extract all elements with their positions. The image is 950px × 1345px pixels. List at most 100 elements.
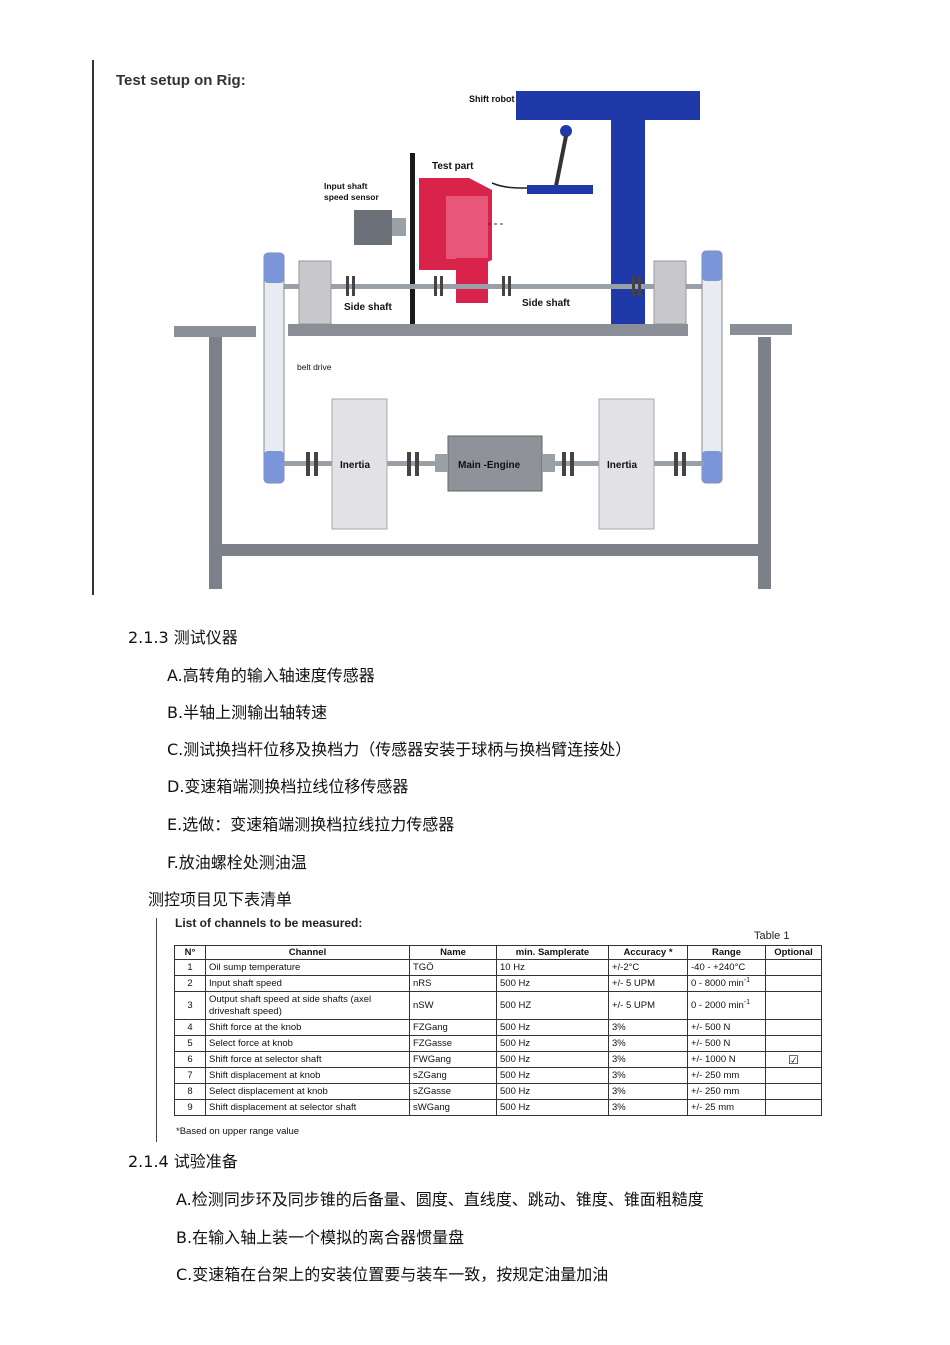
- belt-drive-left: [263, 252, 285, 484]
- cell-optional: [765, 1099, 822, 1116]
- cell-range: 0 - 8000 min-1: [687, 975, 766, 992]
- shift-robot-joint: [560, 125, 572, 137]
- inertia-right: [598, 398, 655, 530]
- cell-rate: 500 Hz: [496, 1035, 609, 1052]
- frame-bottom-beam: [222, 544, 758, 556]
- cell-channel: Shift force at the knob: [205, 1019, 410, 1036]
- label-test-part: Test part: [432, 161, 474, 172]
- bearing-right: [653, 260, 687, 325]
- label-shift-robot: Shift robot: [469, 94, 515, 104]
- cell-range: 0 - 2000 min-1: [687, 991, 766, 1020]
- cell-rate: 500 Hz: [496, 1099, 609, 1116]
- cell-range: +/- 250 mm: [687, 1083, 766, 1100]
- section-213-item: A.高转角的输入轴速度传感器: [167, 666, 375, 685]
- figure-left-rule: [92, 60, 94, 595]
- test-part-face: [446, 196, 488, 259]
- section-213-note: 测控项目见下表清单: [148, 890, 293, 909]
- section-213-heading: 2.1.3 测试仪器: [128, 628, 238, 647]
- cell-accuracy: 3%: [608, 1083, 688, 1100]
- test-rig-diagram: Test setup on Rig: Shift robot Test part…: [116, 72, 792, 589]
- inertia-left: [331, 398, 388, 530]
- cell-name: FZGasse: [409, 1035, 497, 1052]
- cell-n: 7: [174, 1067, 206, 1084]
- channels-table: N° Channel Name min. Samplerate Accuracy…: [174, 945, 822, 1116]
- table-row: 9 Shift displacement at selector shaft s…: [174, 1099, 822, 1116]
- cell-accuracy: +/-2°C: [608, 959, 688, 976]
- range-superscript: -1: [743, 977, 751, 985]
- table-footnote: *Based on upper range value: [176, 1126, 300, 1137]
- cell-channel: Select force at knob: [205, 1035, 410, 1052]
- cell-channel: Shift displacement at knob: [205, 1067, 410, 1084]
- frame-leg-left: [209, 337, 222, 589]
- cell-channel: Input shaft speed: [205, 975, 410, 992]
- section-214-item: C.变速箱在台架上的安装位置要与装车一致，按规定油量加油: [176, 1265, 609, 1284]
- cell-accuracy: 3%: [608, 1067, 688, 1084]
- range-text: 0 - 2000 min: [691, 1000, 744, 1012]
- belt-drive-right: [701, 250, 723, 484]
- cell-name: FWGang: [409, 1051, 497, 1068]
- test-part-lower: [456, 258, 488, 303]
- table-row: 1 Oil sump temperature TGÖ 10 Hz +/-2°C …: [174, 959, 822, 976]
- cell-name: sZGang: [409, 1067, 497, 1084]
- cell-name: nRS: [409, 975, 497, 992]
- platform-top: [288, 324, 688, 336]
- figure-title: Test setup on Rig:: [116, 72, 246, 89]
- cell-n: 2: [174, 975, 206, 992]
- header-cell: Range: [687, 945, 766, 960]
- table-left-rule: [156, 918, 157, 1142]
- mounting-plate: [410, 153, 415, 325]
- cell-accuracy: 3%: [608, 1051, 688, 1068]
- cell-accuracy: 3%: [608, 1099, 688, 1116]
- cell-range: +/- 25 mm: [687, 1099, 766, 1116]
- cell-accuracy: +/- 5 UPM: [608, 975, 688, 992]
- table-header-row: N° Channel Name min. Samplerate Accuracy…: [174, 945, 822, 960]
- label-belt-drive: belt drive: [297, 362, 332, 372]
- section-214-item: A.检测同步环及同步锥的后备量、圆度、直线度、跳动、锥度、锥面粗糙度: [176, 1190, 704, 1209]
- cell-range: -40 - +240°C: [687, 959, 766, 976]
- engine-flange-left: [435, 454, 448, 472]
- cell-rate: 500 Hz: [496, 975, 609, 992]
- cell-range: +/- 500 N: [687, 1019, 766, 1036]
- sensor-mount: [392, 218, 406, 236]
- label-main-engine: Main -Engine: [458, 460, 521, 471]
- range-text: 0 - 8000 min: [691, 978, 744, 990]
- table-row: 3 Output shaft speed at side shafts (axe…: [174, 991, 822, 1020]
- cell-rate: 500 Hz: [496, 1083, 609, 1100]
- cell-rate: 500 Hz: [496, 1067, 609, 1084]
- cell-rate: 500 Hz: [496, 1019, 609, 1036]
- cell-rate: 500 Hz: [496, 1051, 609, 1068]
- section-213-item: E.选做：变速箱端测换档拉线拉力传感器: [167, 815, 455, 834]
- cell-optional: [765, 1019, 822, 1036]
- table-row: 7 Shift displacement at knob sZGang 500 …: [174, 1067, 822, 1084]
- cell-n: 1: [174, 959, 206, 976]
- table-row: 4 Shift force at the knob FZGang 500 Hz …: [174, 1019, 822, 1036]
- pulley-right-top: [702, 251, 722, 281]
- pulley-left-bottom: [264, 451, 284, 483]
- cell-accuracy: 3%: [608, 1019, 688, 1036]
- cell-n: 6: [174, 1051, 206, 1068]
- header-cell: Channel: [205, 945, 410, 960]
- table-row: 8 Select displacement at knob sZGasse 50…: [174, 1083, 822, 1100]
- cell-name: sWGang: [409, 1099, 497, 1116]
- cell-n: 5: [174, 1035, 206, 1052]
- cell-accuracy: 3%: [608, 1035, 688, 1052]
- range-superscript: -1: [743, 999, 751, 1007]
- label-inertia-left: Inertia: [340, 460, 370, 471]
- table-row: 6 Shift force at selector shaft FWGang 5…: [174, 1051, 822, 1068]
- frame-top-left: [174, 326, 256, 337]
- header-cell: N°: [174, 945, 206, 960]
- engine-flange-right: [542, 454, 555, 472]
- bearing-left: [298, 260, 332, 325]
- table-title: List of channels to be measured:: [175, 916, 363, 930]
- cell-name: sZGasse: [409, 1083, 497, 1100]
- optional-checkbox-icon: ☑: [765, 1051, 822, 1068]
- frame-top-right: [730, 324, 792, 335]
- cell-rate: 500 HZ: [496, 991, 609, 1020]
- cell-range: +/- 1000 N: [687, 1051, 766, 1068]
- cell-accuracy: +/- 5 UPM: [608, 991, 688, 1020]
- cell-n: 4: [174, 1019, 206, 1036]
- cell-channel: Shift displacement at selector shaft: [205, 1099, 410, 1116]
- table-row: 5 Select force at knob FZGasse 500 Hz 3%…: [174, 1035, 822, 1052]
- shift-lever: [554, 135, 568, 187]
- cell-optional: [765, 959, 822, 976]
